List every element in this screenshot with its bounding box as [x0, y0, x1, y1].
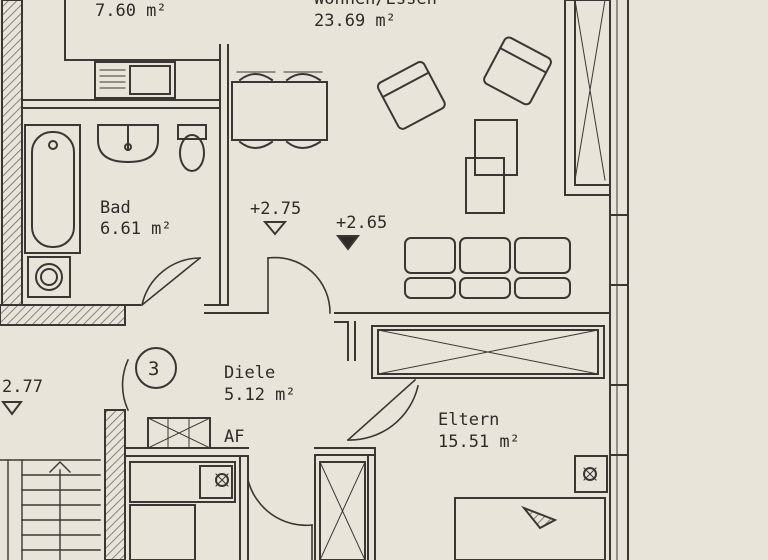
kitchen-area: 7.60 m²: [95, 1, 167, 21]
level-marker-living: [335, 235, 361, 251]
stair-level: 2.77: [2, 377, 43, 397]
level-marker-hall: [262, 221, 288, 236]
living-name: Wohnen/Essen: [314, 0, 437, 9]
washbasin: [97, 124, 159, 164]
stove: [129, 461, 236, 560]
hall-level: +2.75: [250, 199, 301, 219]
af-label: AF: [224, 427, 244, 447]
lower-closet: [319, 461, 366, 560]
coffee-table: [465, 119, 518, 214]
armchair-left: [376, 61, 446, 130]
hall-area: 5.12 m²: [224, 385, 296, 405]
bathtub: [24, 124, 81, 254]
af-shaft: [147, 417, 211, 449]
staircase: [0, 459, 101, 560]
unit-number: 3: [148, 358, 159, 380]
dining-table: [231, 71, 328, 149]
hall-name: Diele: [224, 363, 275, 383]
living-level: +2.65: [336, 213, 387, 233]
toilet: [177, 124, 207, 172]
parents-area: 15.51 m²: [438, 432, 520, 452]
parents-name: Eltern: [438, 410, 499, 430]
walls: [0, 0, 629, 560]
unit-number-circle: [135, 347, 177, 389]
living-area: 23.69 m²: [314, 11, 396, 31]
washing-machine: [27, 256, 71, 298]
doors: [121, 256, 419, 560]
wardrobe: [371, 325, 605, 379]
armchair-right: [483, 36, 552, 106]
bed: [454, 455, 608, 560]
bath-name: Bad: [100, 198, 131, 218]
bath-area: 6.61 m²: [100, 219, 172, 239]
level-marker-stair: [1, 401, 23, 416]
kitchen-sink: [94, 61, 176, 99]
sofa: [404, 237, 571, 299]
